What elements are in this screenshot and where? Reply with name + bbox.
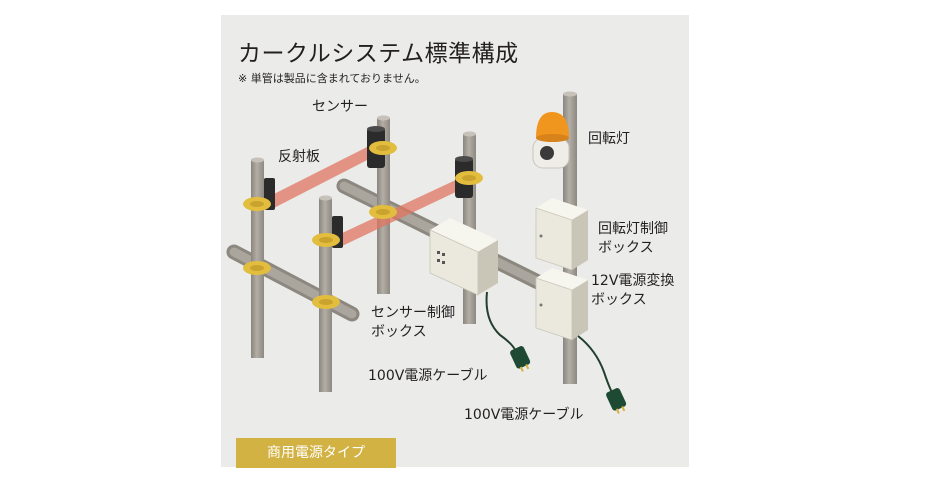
label-revolving-light-box-line1: 回転灯制御: [598, 221, 668, 237]
pipe-reflector-left: [251, 160, 264, 358]
label-cable-right: 100V電源ケーブル: [464, 407, 584, 423]
label-sensor: センサー: [312, 99, 368, 115]
label-sensor-box-line1: センサー制御: [371, 305, 455, 321]
label-revolving-light-box-line2: ボックス: [598, 240, 654, 256]
page-title: カークルシステム標準構成: [238, 41, 519, 67]
label-power-12v-box-line2: ボックス: [591, 292, 647, 308]
label-reflector: 反射板: [278, 149, 320, 165]
label-power-12v-box: 12V電源変換 ボックス: [591, 272, 674, 310]
label-cable-left: 100V電源ケーブル: [368, 368, 488, 384]
label-power-12v-box-line1: 12V電源変換: [591, 273, 675, 289]
label-sensor-box: センサー制御 ボックス: [371, 304, 455, 342]
plugs: [510, 346, 627, 414]
vertical-pipes: [251, 91, 577, 392]
sensor-control-box: [429, 218, 498, 296]
clamps: [243, 141, 483, 309]
revolving-light-control-box: [535, 198, 588, 271]
pipe-reflector-right: [319, 198, 332, 392]
label-revolving-light-box: 回転灯制御 ボックス: [598, 220, 668, 258]
power-12v-box: [535, 268, 588, 341]
sensor-beams: [270, 143, 460, 247]
revolving-light: [532, 112, 570, 169]
note-text: ※ 単管は製品に含まれておりません。: [238, 72, 426, 85]
label-revolving-light: 回転灯: [588, 131, 630, 147]
label-sensor-box-line2: ボックス: [371, 324, 427, 340]
power-type-badge: 商用電源タイプ: [236, 438, 396, 468]
